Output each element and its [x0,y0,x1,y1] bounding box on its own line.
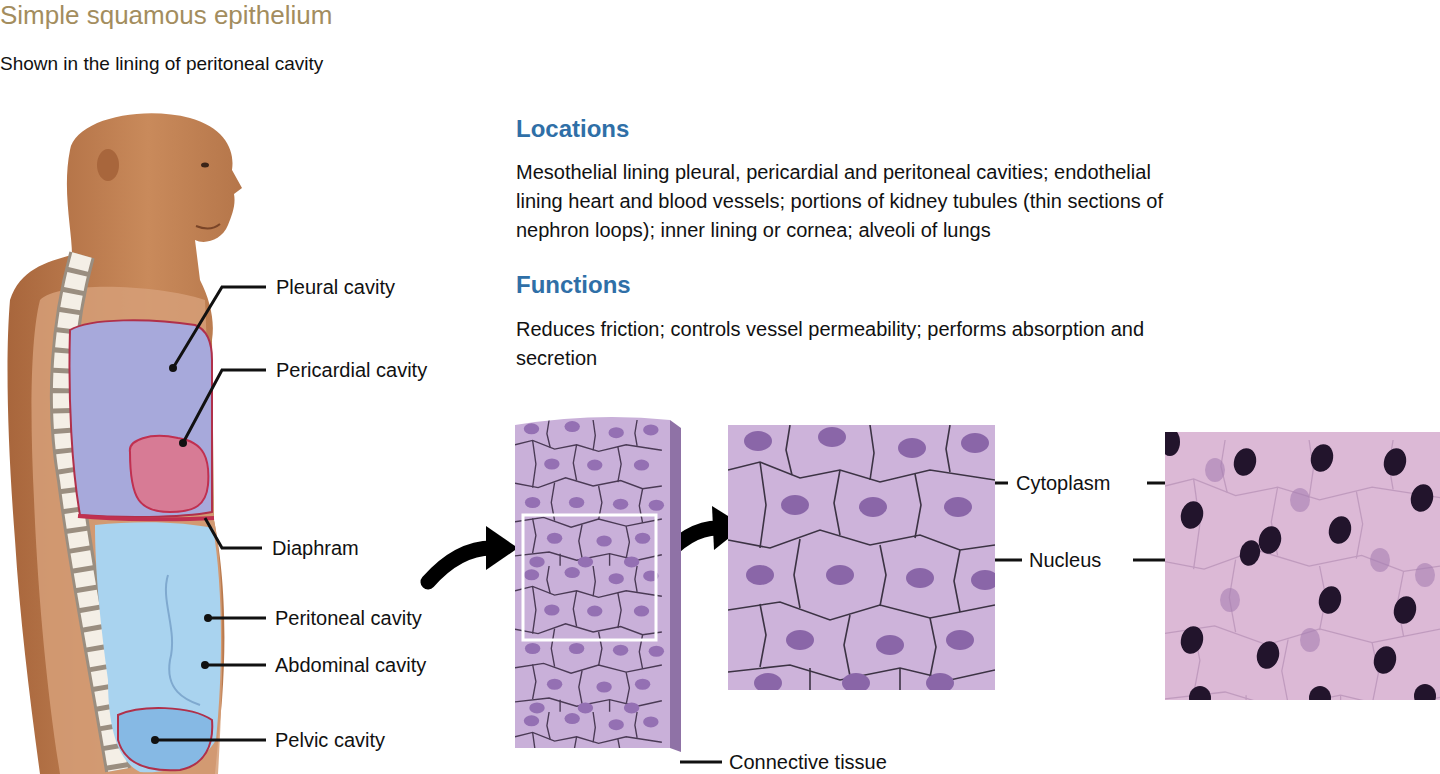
functions-text: Reduces friction; controls vessel permea… [516,315,1176,373]
dark-nuclei [1165,432,1436,700]
nuclei [744,427,995,690]
pleural-cavity [69,320,212,517]
leader-line [208,617,266,620]
section-heading: Locations [516,114,629,144]
nuclei [524,421,664,567]
zoom-arrow [428,548,492,582]
leader-dot [179,439,187,447]
ear [97,149,119,181]
part-label: Pelvic cavity [275,728,385,752]
nuclei [524,713,664,774]
micrograph [1165,432,1440,700]
nucleus [1370,548,1390,572]
leader-line [680,761,722,764]
nucleus [1308,442,1336,475]
mouth [196,224,220,228]
magnified-background [728,425,995,690]
part-label: Connective tissue [729,750,887,774]
abdominal-cavity [95,522,221,772]
part-label: Pericardial cavity [276,358,427,382]
subtitle: Shown in the lining of peritoneal cavity [0,52,323,76]
nucleus [1205,458,1225,482]
part-label: Abdominal cavity [275,653,426,677]
leader-dot [204,614,212,622]
leader-dots [151,364,212,744]
nucleus [1165,432,1180,456]
human-figure [8,113,242,774]
nucleus [1237,538,1263,568]
leader-line [205,518,262,548]
leader-line [155,739,266,742]
leader-lines [155,287,1250,762]
micrograph-background [1165,432,1440,700]
nucleus [1178,624,1206,657]
sheet-background [510,405,680,755]
nucleus [1381,446,1409,479]
section-heading: Functions [516,270,631,300]
part-label: Pleural cavity [276,275,395,299]
arrow-head [486,526,518,570]
magnified-cells [728,425,995,690]
part-label: Peritoneal cavity [275,606,422,630]
leader-dot [169,364,177,372]
cell-borders [515,420,662,566]
leader-line [205,664,266,667]
nucleus [1189,686,1211,700]
cavity-fold [166,575,200,705]
locations-text: Mesothelial lining pleural, pericardial … [516,158,1171,245]
eye [201,163,209,168]
nucleus [1231,446,1259,479]
pericardial-cavity [130,436,209,512]
cell-borders [728,425,995,690]
nucleus [1309,686,1331,700]
leader-line [173,287,266,368]
part-label: Cytoplasm [1016,471,1110,495]
part-label: Nucleus [1029,548,1101,572]
part-label: Diaphram [272,536,359,560]
nucleus [1290,488,1310,512]
nucleus [1326,514,1354,547]
leader-dot [201,661,209,669]
faint-nuclei [1205,458,1435,652]
cell-borders [1165,440,1440,700]
zoom-box [523,515,656,640]
nucleus [1300,628,1320,652]
nucleus [1391,594,1419,627]
nucleus [1254,639,1282,672]
leader-dot [151,736,159,744]
nucleus [1316,584,1344,617]
connective-tissue-edge [670,420,681,752]
diagram-title: Simple squamous epithelium [0,0,332,30]
nucleus [1178,499,1206,532]
nucleus [1415,563,1435,587]
nucleus [1408,482,1436,515]
diaphragm [78,516,214,519]
nucleus [1220,588,1240,612]
tissue-sheet [510,405,680,774]
leader-line [183,370,266,443]
nucleus [1414,684,1436,700]
nucleus [1371,644,1399,677]
